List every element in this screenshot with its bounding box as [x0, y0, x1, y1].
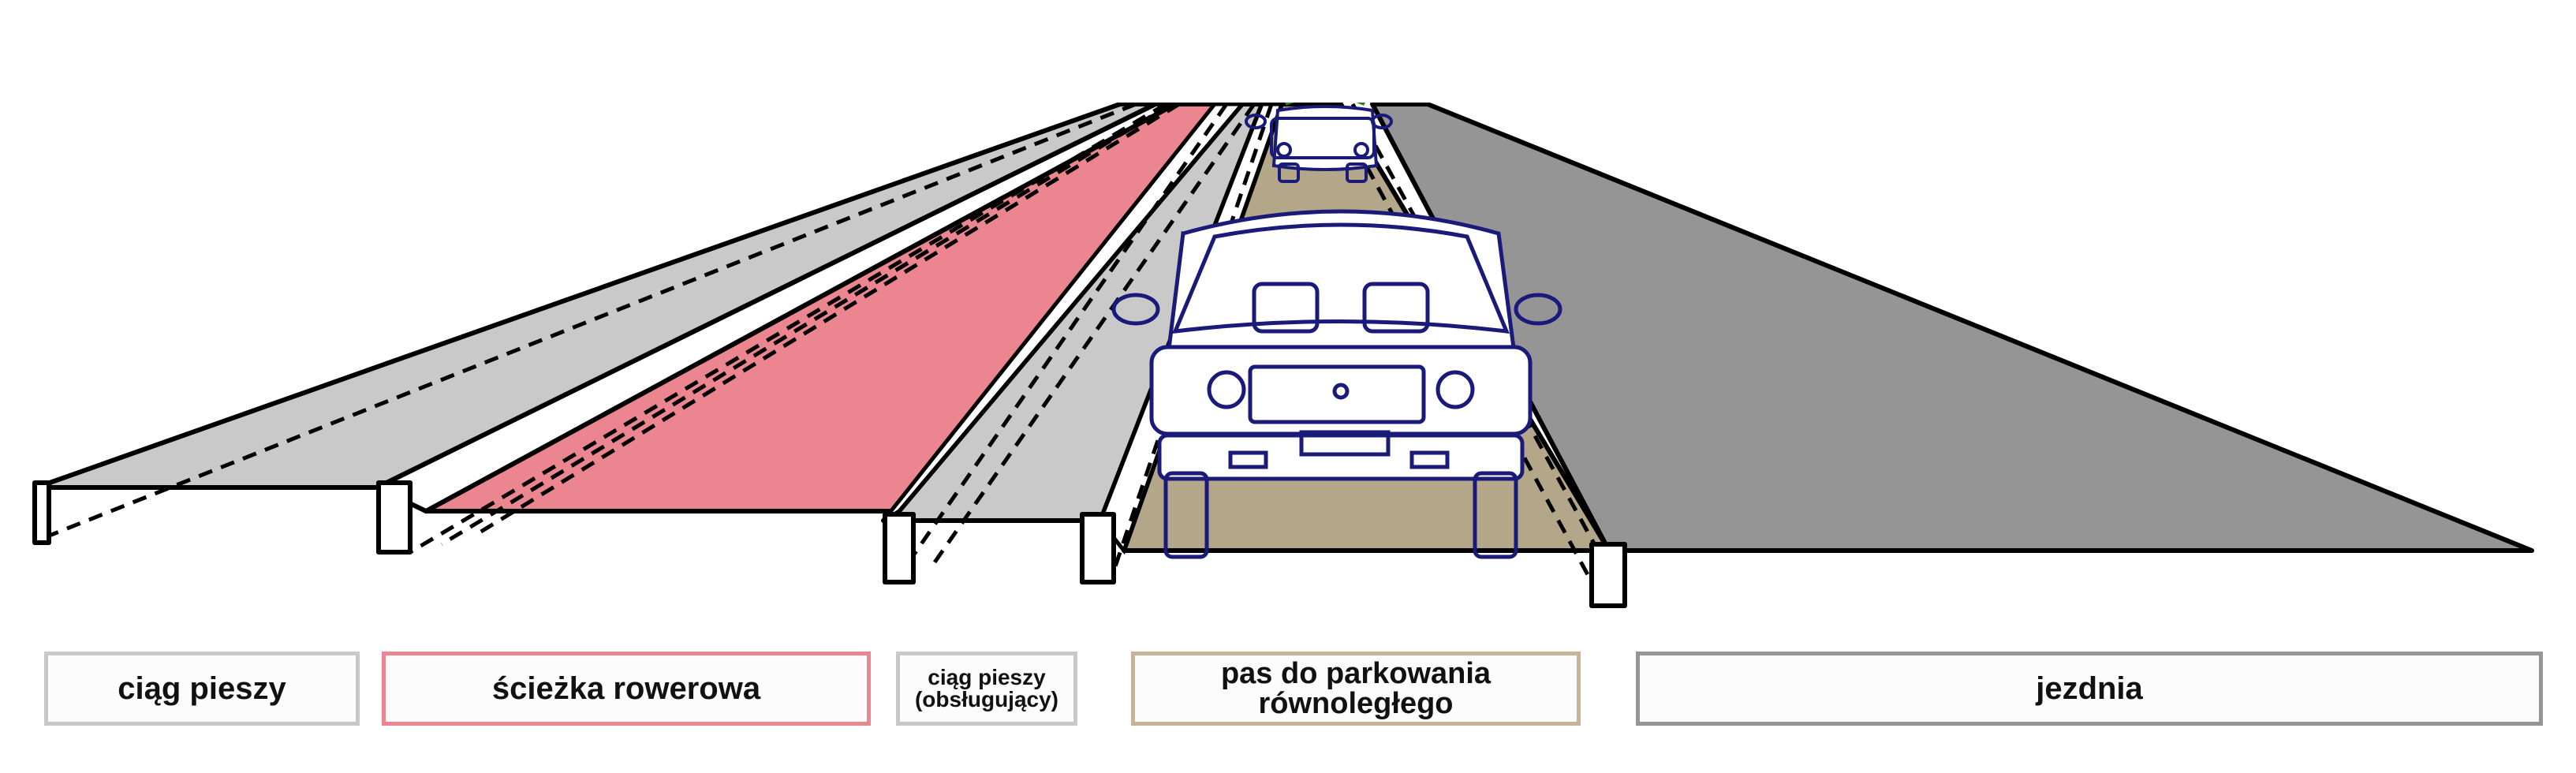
- car-front-icon: [1111, 209, 1562, 559]
- legend-roadway-label: jezdnia: [2036, 671, 2143, 706]
- legend-bike-path: ścieżka rowerowa: [382, 652, 871, 726]
- curbs: [32, 480, 1627, 608]
- legend-parking-line1: pas do parkowania: [1220, 657, 1491, 690]
- legend-service-sidewalk-line2: (obsługujący): [914, 687, 1058, 711]
- legend-bike-path-label: ścieżka rowerowa: [491, 671, 761, 706]
- distant-car-icon: [1245, 94, 1393, 183]
- legend-roadway: jezdnia: [1636, 652, 2543, 726]
- legend-sidewalk-label: ciąg pieszy: [118, 671, 286, 706]
- legend-parking: pas do parkowania równoległego: [1131, 652, 1581, 726]
- legend-service-sidewalk-line1: ciąg pieszy: [928, 665, 1046, 689]
- legend-parking-line2: równoległego: [1258, 687, 1454, 720]
- legend-sidewalk: ciąg pieszy: [44, 652, 360, 726]
- legend-service-sidewalk: ciąg pieszy (obsługujący): [896, 652, 1077, 726]
